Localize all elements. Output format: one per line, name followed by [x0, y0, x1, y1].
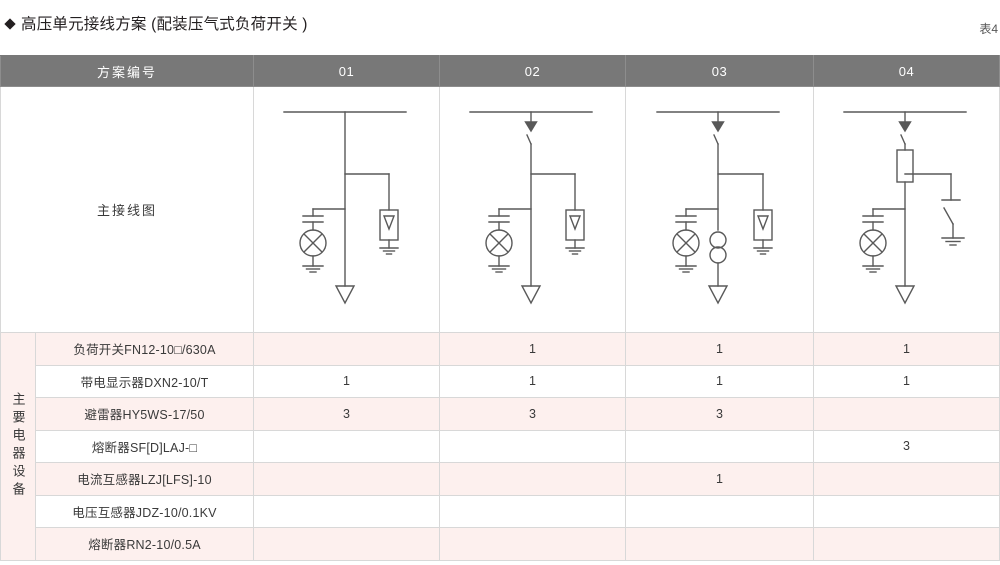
equipment-row-6: 熔断器RN2-10/0.5A — [1, 527, 1000, 561]
equipment-row-2: 避雷器HY5WS-17/50 3 3 3 — [1, 397, 1000, 431]
equipment-5-value-04 — [813, 494, 1000, 528]
equipment-name-1: 带电显示器DXN2-10/T — [34, 364, 255, 398]
equipment-1-value-03: 1 — [625, 364, 815, 398]
equipment-6-value-01 — [253, 527, 441, 561]
equipment-0-value-04: 1 — [813, 332, 1000, 366]
equipment-5-value-01 — [253, 494, 441, 528]
schematic-01 — [283, 110, 407, 304]
surge-arrester-body — [565, 208, 585, 241]
main-diagram-label: 主接线图 — [0, 86, 255, 333]
equipment-row-3: 熔断器SF[D]LAJ-□ 3 — [1, 429, 1000, 463]
load-switch-blade — [900, 133, 906, 145]
equipment-4-value-01 — [253, 462, 441, 496]
equipment-name-0: 负荷开关FN12-10□/630A — [34, 332, 255, 366]
load-switch-contact — [524, 120, 538, 132]
main-diagram-row: 主接线图 — [0, 86, 1000, 333]
equipment-row-0: 主要电器设备 负荷开关FN12-10□/630A 1 1 1 — [0, 332, 1000, 561]
equipment-name-6: 熔断器RN2-10/0.5A — [34, 527, 255, 561]
equipment-2-value-01: 3 — [253, 397, 441, 431]
equipment-5-value-02 — [439, 494, 627, 528]
header-col-02: 02 — [439, 55, 627, 87]
equipment-2-value-04 — [813, 397, 1000, 431]
equipment-3-value-04: 3 — [813, 429, 1000, 463]
load-switch-blade — [526, 133, 532, 145]
load-switch-contact — [898, 120, 912, 132]
equipment-5-value-03 — [625, 494, 815, 528]
surge-arrester-body — [753, 208, 773, 241]
equipment-name-2: 避雷器HY5WS-17/50 — [34, 397, 255, 431]
diagram-cell-02 — [439, 86, 627, 333]
table-number: 表4 — [979, 22, 998, 36]
page-title-text: 高压单元接线方案 (配装压气式负荷开关 ) — [21, 16, 308, 33]
equipment-row-1: 带电显示器DXN2-10/T 1 1 1 1 — [1, 364, 1000, 398]
cable-outgoing-arrow — [707, 284, 729, 304]
equipment-4-value-04 — [813, 462, 1000, 496]
equipment-1-value-02: 1 — [439, 364, 627, 398]
equipment-3-value-03 — [625, 429, 815, 463]
equipment-name-3: 熔断器SF[D]LAJ-□ — [34, 429, 255, 463]
title-row: 高压单元接线方案 (配装压气式负荷开关 ) 表4 — [0, 12, 1000, 42]
cable-outgoing-arrow — [334, 284, 356, 304]
current-transformer-core-2 — [709, 245, 727, 264]
fuse-body — [896, 148, 914, 183]
equipment-3-value-01 — [253, 429, 441, 463]
equipment-0-value-02: 1 — [439, 332, 627, 366]
diamond-bullet-icon — [4, 18, 16, 30]
equipment-4-value-03: 1 — [625, 462, 815, 496]
earthing-switch-blade — [943, 206, 954, 225]
cable-outgoing-arrow — [520, 284, 542, 304]
header-col-03: 03 — [625, 55, 815, 87]
load-switch-blade — [713, 133, 719, 145]
equipment-0-value-01 — [253, 332, 441, 366]
page-title: 高压单元接线方案 (配装压气式负荷开关 ) — [4, 12, 308, 34]
equipment-name-4: 电流互感器LZJ[LFS]-10 — [34, 462, 255, 496]
equipment-1-value-01: 1 — [253, 364, 441, 398]
table-header-row: 方案编号 01 02 03 04 — [0, 55, 1000, 87]
equipment-6-value-04 — [813, 527, 1000, 561]
equipment-2-value-02: 3 — [439, 397, 627, 431]
group-label-cell: 主要电器设备 — [0, 332, 36, 561]
group-label-text: 主要电器设备 — [10, 392, 26, 501]
equipment-4-value-02 — [439, 462, 627, 496]
header-scheme-label: 方案编号 — [0, 55, 255, 87]
diagram-cell-03 — [625, 86, 815, 333]
wiring-scheme-table: 方案编号 01 02 03 04 主接线图 — [0, 55, 1000, 561]
schematic-03 — [656, 110, 780, 304]
surge-arrester-body — [379, 208, 399, 241]
cable-outgoing-arrow — [894, 284, 916, 304]
diagram-cell-01 — [253, 86, 441, 333]
header-col-01: 01 — [253, 55, 441, 87]
equipment-1-value-04: 1 — [813, 364, 1000, 398]
schematic-04 — [843, 110, 967, 304]
equipment-6-value-02 — [439, 527, 627, 561]
equipment-2-value-03: 3 — [625, 397, 815, 431]
equipment-name-5: 电压互感器JDZ-10/0.1KV — [34, 494, 255, 528]
equipment-6-value-03 — [625, 527, 815, 561]
schematic-02 — [469, 110, 593, 304]
load-switch-contact — [711, 120, 725, 132]
equipment-row-5: 电压互感器JDZ-10/0.1KV — [1, 494, 1000, 528]
equipment-row-4: 电流互感器LZJ[LFS]-10 1 — [1, 462, 1000, 496]
current-transformer-core-1 — [709, 230, 727, 249]
header-col-04: 04 — [813, 55, 1000, 87]
equipment-3-value-02 — [439, 429, 627, 463]
diagram-cell-04 — [813, 86, 1000, 333]
equipment-0-value-03: 1 — [625, 332, 815, 366]
